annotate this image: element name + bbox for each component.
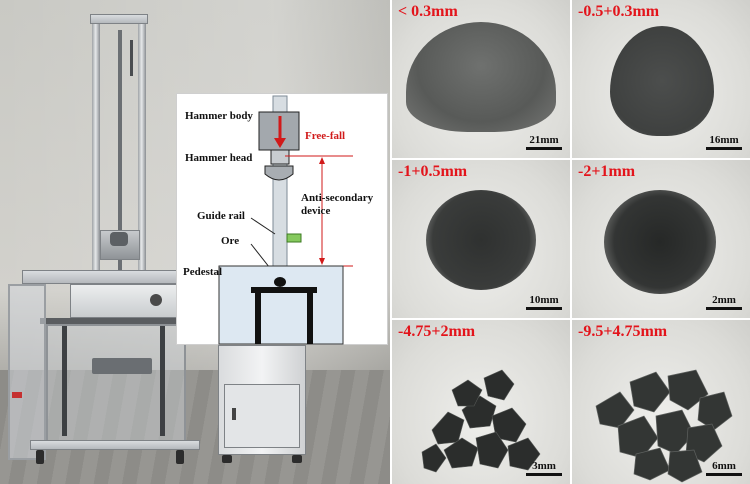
scale-label-2: 16mm [709,134,739,146]
control-box-door [224,384,300,448]
label-pedestal: Pedestal [183,266,223,278]
pedestal-right-leg [307,293,313,344]
tower-left-post [92,18,100,280]
guide-rail-leader [250,217,276,235]
scale-label-1: 21mm [529,134,559,146]
sample-tile-3: -1+0.5mm 10mm [392,160,570,318]
carriage-roller [110,232,128,246]
scale-line-2 [706,147,742,150]
scale-line-5 [526,473,562,476]
rock [667,449,703,483]
fine-granule-pile [610,26,714,136]
sample-range-1: < 0.3mm [398,3,458,20]
rock [451,379,483,407]
sample-tile-1: < 0.3mm 21mm [392,0,570,158]
hammer-neck [270,149,290,165]
rock [655,409,695,455]
scale-bar-6: 6mm [706,460,742,476]
sample-tile-4: -2+1mm 2mm [572,160,750,318]
gravel-pile [421,369,541,473]
rock [475,431,509,469]
rock [697,391,733,431]
sample-tray [92,358,152,374]
pedestal-left-leg [255,293,261,344]
control-panel [70,284,180,318]
sample-tile-5: -4.75+2mm 3mm [392,320,570,484]
label-guide-rail: Guide rail [197,210,245,222]
powder-pile [406,22,556,132]
cabinet-frame [46,324,186,444]
control-box-foot-right [292,455,302,463]
scale-label-4: 2mm [712,294,736,306]
rock [595,391,635,429]
label-anti-secondary-1: Anti-secondary [301,192,374,204]
rock [667,369,709,411]
coarse-gravel-pile [595,369,733,483]
scale-line-6 [706,473,742,476]
hammer-head-shape [264,165,294,181]
schematic-drawing [218,95,353,345]
panel-knob [150,294,162,306]
inner-rod-right [160,326,165,436]
sample-tile-2: -0.5+0.3mm 16mm [572,0,750,158]
cabinet-base [30,440,200,450]
scale-bar-3: 10mm [526,294,562,310]
glass-door [8,284,46,460]
scale-bar-1: 21mm [526,134,562,150]
table-top [22,270,192,284]
scale-label-3: 10mm [529,294,559,306]
tower-rail [118,30,122,270]
label-hammer-head: Hammer head [185,152,253,164]
rock [431,411,465,445]
drop-height-arrow-up [319,157,325,164]
scale-bar-5: 3mm [526,460,562,476]
sample-range-4: -2+1mm [578,163,636,180]
scale-line-3 [526,307,562,310]
rock [443,437,479,469]
label-hammer-body: Hammer body [185,110,253,122]
granule-pile-medium [426,190,536,290]
rock [507,437,541,471]
lower-shelf [40,318,180,324]
inner-rod-left [62,326,67,436]
scale-label-6: 6mm [712,460,736,472]
label-anti-secondary-2: device [301,205,331,217]
free-fall-arrowhead [274,138,286,148]
sample-range-2: -0.5+0.3mm [578,3,660,20]
sample-range-5: -4.75+2mm [398,323,476,340]
scale-bar-2: 16mm [706,134,742,150]
hammer-schematic: Hammer body Free-fall Hammer head Anti-s… [176,93,388,345]
red-clamp [12,392,22,398]
drop-height-arrow-down [319,258,325,265]
scale-line-4 [706,307,742,310]
sample-range-3: -1+0.5mm [398,163,468,180]
pedestal-plate [251,287,317,293]
sample-range-6: -9.5+4.75mm [578,323,668,340]
sample-tile-6: -9.5+4.75mm 6mm [572,320,750,484]
scale-label-5: 3mm [532,460,556,472]
ore-particle [274,277,286,287]
caster-right [176,450,184,464]
anti-secondary-device-block [286,233,302,243]
label-ore: Ore [221,235,240,247]
rock [483,369,515,401]
scale-line-1 [526,147,562,150]
rock [633,447,671,481]
granule-pile-coarse [604,190,716,294]
caster-left [36,450,44,464]
scale-bar-4: 2mm [706,294,742,310]
control-box-lock [232,408,236,420]
rock [617,415,659,459]
tower-scale [130,40,133,76]
control-box-foot-left [222,455,232,463]
rock [629,371,671,413]
tower-top-beam [90,14,148,24]
tower-right-post [138,18,146,280]
rock [421,443,447,473]
label-free-fall: Free-fall [305,130,346,142]
